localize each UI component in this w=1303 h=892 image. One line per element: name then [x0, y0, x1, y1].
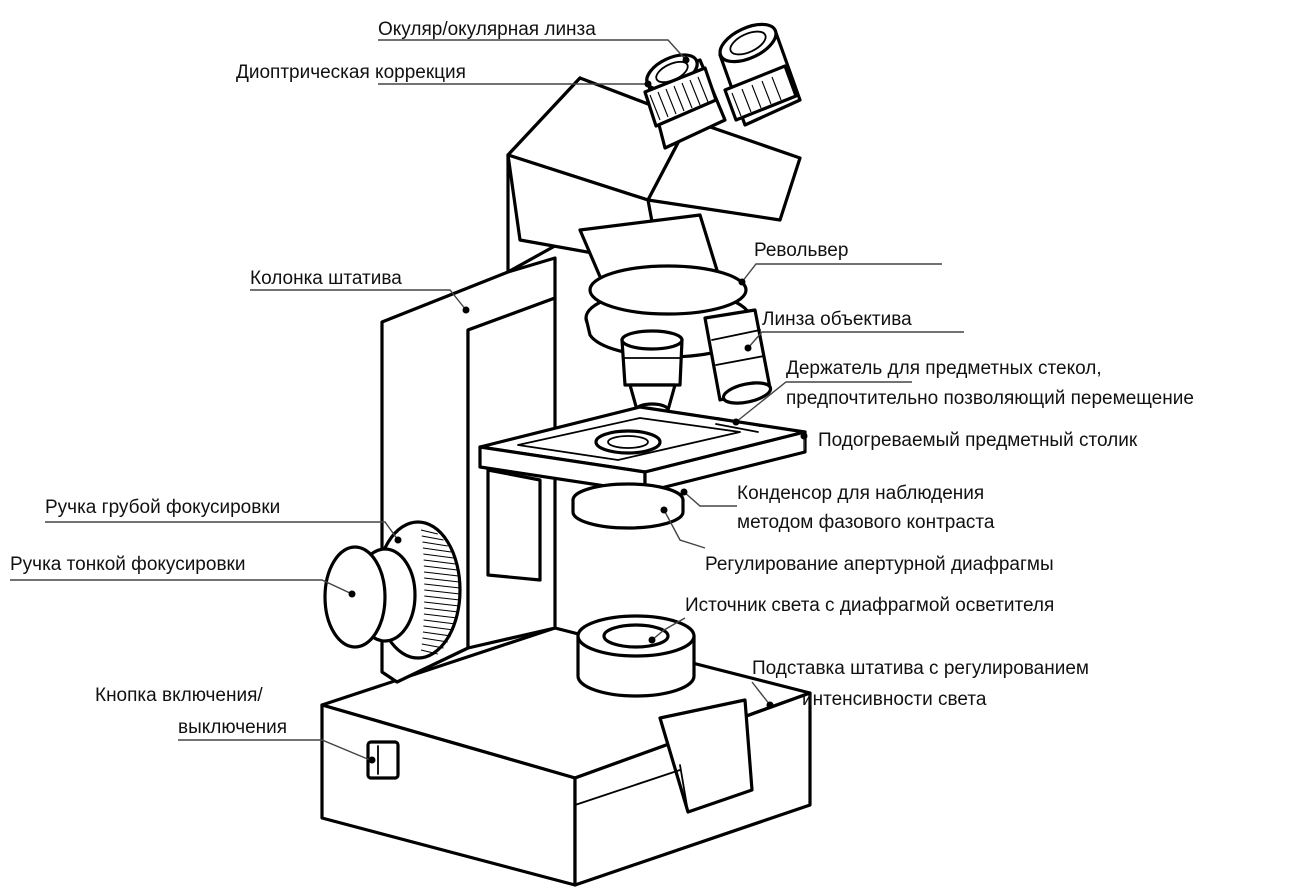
label-condenser-2: методом фазового контраста — [737, 512, 995, 533]
label-power-1: Кнопка включения/ — [95, 685, 263, 706]
label-revolver: Револьвер — [754, 240, 848, 261]
label-fine-focus: Ручка тонкой фокусировки — [10, 554, 245, 575]
label-power-2: выключения — [178, 717, 287, 738]
label-diopter: Диоптрическая коррекция — [236, 62, 466, 83]
label-light-source: Источник света с диафрагмой осветителя — [685, 595, 1054, 616]
label-slide-holder-2: предпочтительно позволяющий перемещение — [786, 388, 1194, 409]
light-source — [578, 616, 694, 696]
fine-focus-knob — [325, 547, 415, 647]
label-condenser-1: Конденсор для наблюдения — [737, 483, 984, 504]
label-coarse-focus: Ручка грубой фокусировки — [45, 497, 280, 518]
label-aperture: Регулирование апертурной диафрагмы — [705, 554, 1054, 575]
label-stage: Подогреваемый предметный столик — [818, 430, 1138, 451]
eyepieces — [642, 17, 800, 148]
label-base-1: Подставка штатива с регулированием — [752, 658, 1089, 679]
condenser — [488, 470, 683, 580]
label-base-2: интенсивности света — [802, 689, 987, 710]
label-eyepiece: Окуляр/окулярная линза — [378, 19, 596, 40]
label-column: Колонка штатива — [250, 268, 402, 289]
label-slide-holder-1: Держатель для предметных стекол, — [786, 358, 1102, 379]
label-objective: Линза объектива — [762, 309, 912, 330]
